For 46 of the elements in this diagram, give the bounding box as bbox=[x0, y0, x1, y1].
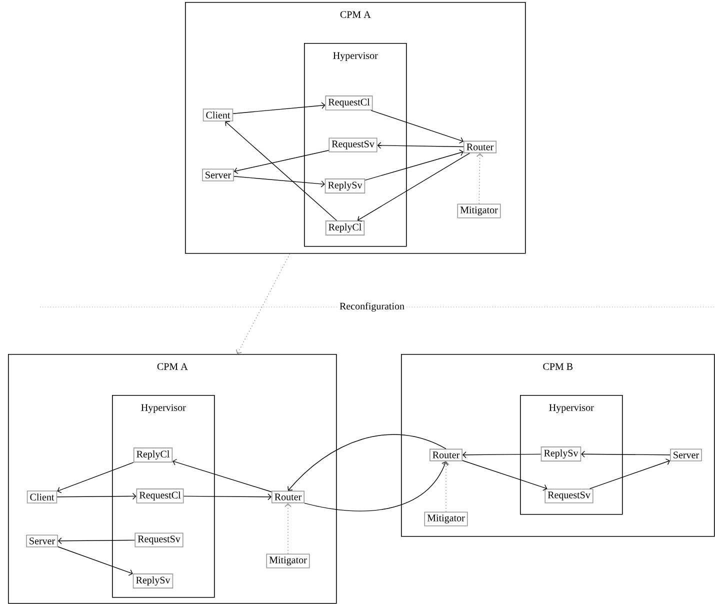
arrow bbox=[462, 451, 542, 458]
process-box: Mitigator bbox=[266, 554, 310, 568]
arrow bbox=[225, 121, 337, 221]
arrow bbox=[58, 546, 133, 576]
process-box: Server bbox=[26, 534, 58, 548]
process-box: Server bbox=[670, 448, 702, 462]
process-box: Server bbox=[202, 168, 234, 182]
arrow bbox=[284, 503, 292, 554]
arrow bbox=[172, 458, 272, 492]
process-box: ReplySv bbox=[132, 574, 174, 588]
process-box: Router bbox=[430, 448, 462, 462]
arrow bbox=[236, 253, 290, 354]
arrow bbox=[57, 462, 134, 494]
process-box: Router bbox=[464, 140, 496, 154]
process-box: RequestSv bbox=[544, 488, 594, 504]
arrow bbox=[357, 152, 470, 222]
arrow bbox=[56, 492, 136, 500]
arrow bbox=[232, 102, 326, 114]
arrow bbox=[462, 460, 548, 491]
process-box: Router bbox=[272, 490, 305, 504]
arrow bbox=[288, 434, 446, 491]
process-box: Client bbox=[26, 490, 58, 504]
arrow bbox=[589, 458, 670, 490]
process-box: Mitigator bbox=[424, 512, 468, 526]
arrow bbox=[364, 150, 464, 181]
process-box: RequestCl bbox=[325, 96, 373, 110]
process-box: ReplyCl bbox=[325, 220, 365, 236]
arrow bbox=[581, 450, 670, 458]
divider-label: Reconfiguration bbox=[338, 301, 406, 313]
arrow bbox=[370, 110, 464, 144]
arrow bbox=[234, 150, 330, 174]
process-box: ReplyCl bbox=[133, 448, 173, 462]
process-box: Mitigator bbox=[457, 204, 501, 218]
process-box: ReplySv bbox=[324, 178, 366, 194]
process-box: RequestSv bbox=[328, 138, 378, 152]
arrow bbox=[234, 176, 325, 188]
arrow bbox=[58, 537, 136, 544]
arrow bbox=[476, 153, 484, 204]
process-box: RequestSv bbox=[134, 532, 184, 548]
arrow bbox=[377, 142, 464, 149]
arrow bbox=[442, 461, 450, 512]
arrow bbox=[183, 493, 272, 500]
arrow bbox=[304, 461, 448, 512]
process-box: ReplySv bbox=[540, 446, 582, 462]
process-box: Client bbox=[202, 108, 234, 122]
process-box: RequestCl bbox=[136, 488, 184, 504]
